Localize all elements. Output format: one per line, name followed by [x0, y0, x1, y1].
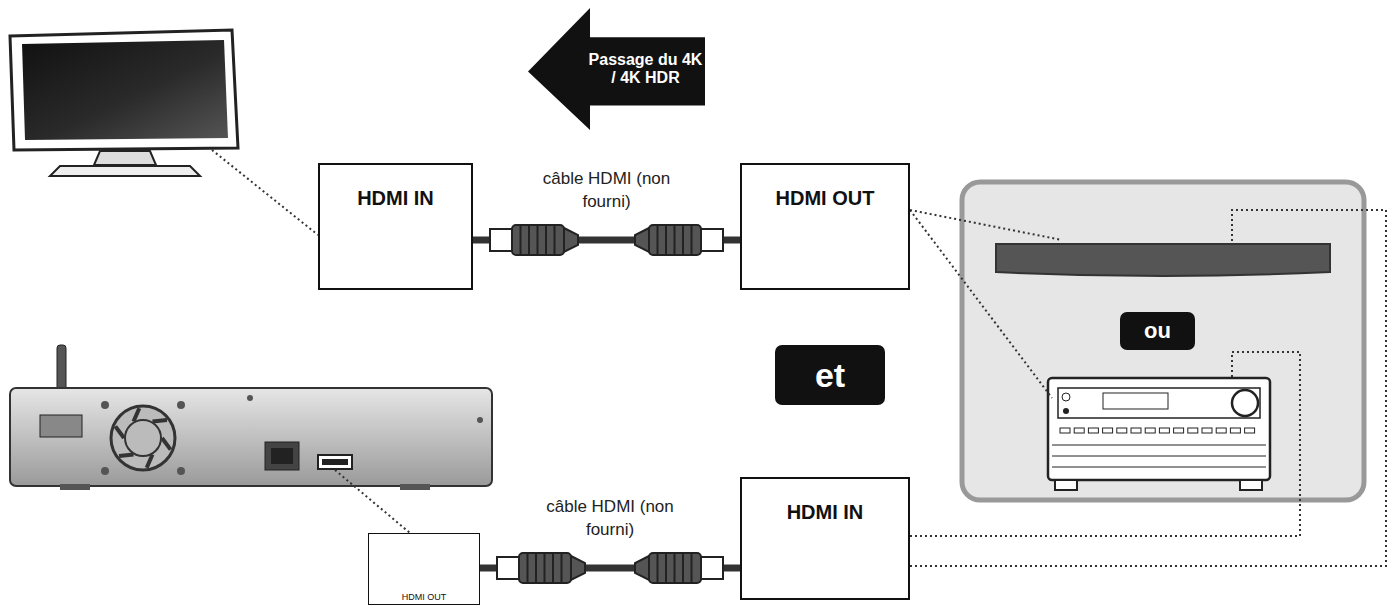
illustration-part	[477, 417, 483, 423]
illustration-part	[1240, 480, 1262, 490]
illustration-part	[119, 454, 133, 456]
illustration-part	[134, 408, 140, 421]
illustration-part	[962, 182, 1364, 500]
audio-panel	[962, 182, 1364, 500]
illustration-part	[247, 395, 253, 401]
illustration-part	[1060, 428, 1070, 433]
illustration-part	[1074, 428, 1084, 433]
illustration-part	[147, 454, 153, 467]
illustration-part	[1063, 408, 1069, 414]
cable-plug	[635, 553, 723, 583]
callout-arrow: Passage du 4K / 4K HDR	[528, 8, 705, 130]
illustration-part	[1230, 428, 1240, 433]
illustration-part	[318, 455, 352, 469]
illustration-part	[1058, 388, 1260, 418]
cable-plug	[635, 225, 723, 255]
port-label: HDMI IN	[742, 479, 908, 524]
port-label: HDMI OUT	[369, 592, 479, 602]
illustration-part	[910, 210, 1062, 240]
player	[10, 345, 492, 490]
illustration-part	[153, 420, 167, 422]
illustration-part	[212, 150, 318, 235]
badge-text: et	[815, 356, 845, 395]
badge: et	[775, 345, 885, 405]
illustration-part	[177, 401, 185, 409]
illustration-part	[271, 448, 293, 464]
illustration-part	[10, 388, 492, 486]
badge: ou	[1120, 312, 1195, 350]
illustration-part	[115, 426, 124, 438]
illustration-part	[10, 30, 238, 150]
illustration-part	[60, 484, 90, 490]
illustration-part	[101, 467, 109, 475]
illustration-part	[910, 352, 1300, 536]
illustration-part	[1052, 456, 1266, 457]
illustration-part	[1052, 445, 1266, 446]
illustration-part	[1048, 378, 1270, 480]
illustration-part	[94, 151, 156, 165]
illustration-part	[1052, 467, 1266, 468]
illustration-part	[910, 210, 1386, 566]
hdmi-cable	[480, 553, 740, 583]
illustration-part	[1052, 428, 1266, 467]
illustration-part	[1055, 480, 1077, 490]
illustration-part	[1088, 428, 1098, 433]
cable-plug	[490, 225, 578, 255]
illustration-part	[1174, 428, 1184, 433]
illustration-part	[335, 470, 410, 533]
connector-box: HDMI IN	[318, 163, 473, 290]
callout-text: Passage du 4K / 4K HDR	[528, 51, 705, 88]
illustration-part	[996, 244, 1330, 276]
port-box: HDMI OUT	[368, 533, 480, 605]
illustration-part	[400, 484, 430, 490]
illustration-part	[1062, 393, 1070, 401]
illustration-part	[125, 420, 161, 456]
illustration-part	[101, 401, 109, 409]
connector-box: HDMI IN	[740, 477, 910, 600]
cable-label: câble HDMI (non fourni)	[545, 496, 675, 542]
illustration-part	[40, 415, 82, 437]
illustration-part	[322, 459, 348, 465]
illustration-part	[162, 438, 171, 450]
illustration-part	[1232, 390, 1258, 416]
illustration-part	[1159, 428, 1169, 433]
illustration-part	[50, 166, 200, 176]
illustration-part	[1202, 428, 1212, 433]
illustration-part	[910, 210, 1052, 398]
illustration-part	[1103, 428, 1113, 433]
illustration-part	[115, 408, 170, 468]
illustration-part	[177, 467, 185, 475]
television	[10, 30, 238, 176]
illustration-part	[1188, 428, 1198, 433]
cable-label: câble HDMI (non fourni)	[542, 168, 672, 214]
illustration-part	[1216, 428, 1226, 433]
leader-lines	[212, 150, 1386, 566]
connector-box: HDMI OUT	[740, 163, 910, 290]
illustration-part	[22, 40, 228, 140]
illustration-part	[1131, 428, 1141, 433]
port-label: HDMI OUT	[742, 165, 908, 210]
illustration-part	[1117, 428, 1127, 433]
badge-text: ou	[1144, 318, 1171, 344]
illustration-part	[1245, 428, 1255, 433]
illustration-part	[1145, 428, 1155, 433]
illustration-part	[1103, 393, 1168, 409]
illustration-part	[265, 442, 299, 470]
cable-plug	[497, 553, 585, 583]
port-label: HDMI IN	[320, 165, 471, 210]
illustration-part	[111, 406, 175, 470]
hdmi-cable	[473, 225, 740, 255]
